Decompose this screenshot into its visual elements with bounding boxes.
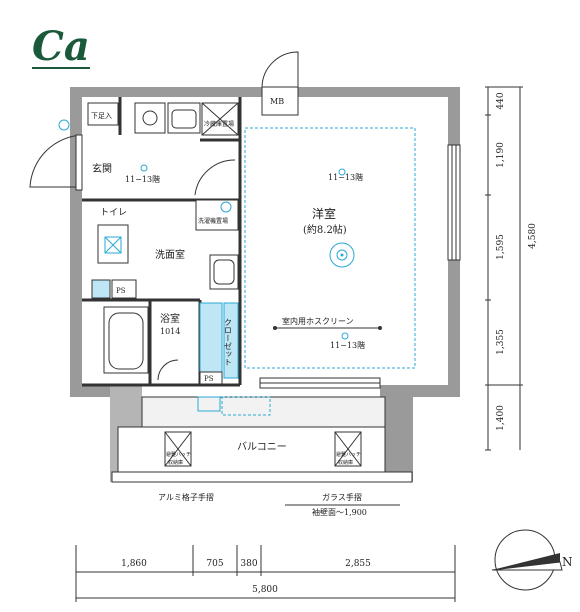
dimension-labels-right: 440 1,190 1,595 1,355 1,400 4,580: [496, 92, 538, 431]
closet: クローゼット PS: [199, 302, 239, 385]
svg-text:440: 440: [496, 92, 506, 109]
svg-text:収納庫: 収納庫: [168, 459, 183, 466]
rail-notes: アルミ格子手摺 ガラス手摺 袖壁面〜1,900: [158, 492, 400, 517]
svg-text:収納庫: 収納庫: [338, 459, 353, 466]
svg-text:下足入: 下足入: [91, 112, 112, 120]
svg-text:バルコニー: バルコニー: [237, 441, 287, 453]
svg-text:MB: MB: [270, 97, 284, 106]
svg-text:PS: PS: [204, 375, 214, 383]
svg-text:PS: PS: [116, 287, 126, 295]
unit-type-title: Ca: [32, 23, 90, 70]
western-room-label: 洋室: [312, 206, 336, 221]
svg-text:1,355: 1,355: [496, 329, 506, 355]
svg-text:11−13階: 11−13階: [125, 174, 160, 184]
svg-text:1014: 1014: [160, 327, 180, 336]
dimensions-bottom: [75, 545, 456, 602]
right-windows: [447, 144, 461, 261]
genkan: 下足入 玄関 11−13階: [58, 102, 160, 184]
svg-text:アルミ格子手摺: アルミ格子手摺: [158, 492, 214, 502]
svg-text:1,190: 1,190: [496, 142, 506, 168]
toilet-washroom: トイレ 洗面室 PS: [91, 208, 239, 299]
svg-text:ガラス手摺: ガラス手摺: [322, 492, 362, 502]
svg-text:クローゼット: クローゼット: [224, 318, 233, 366]
svg-text:玄関: 玄関: [92, 162, 112, 175]
svg-text:冷蔵庫置場: 冷蔵庫置場: [204, 120, 234, 128]
svg-text:避難ハッチ: 避難ハッチ: [336, 451, 361, 458]
svg-text:1,400: 1,400: [496, 405, 506, 431]
svg-text:避難ハッチ: 避難ハッチ: [166, 451, 191, 458]
dimension-labels-bottom: 1,860 705 380 2,855 5,800: [121, 559, 371, 595]
svg-text:浴室: 浴室: [160, 312, 180, 325]
svg-text:トイレ: トイレ: [100, 208, 127, 218]
svg-text:1,595: 1,595: [496, 234, 506, 260]
svg-text:洗濯機置場: 洗濯機置場: [198, 217, 228, 225]
svg-text:洗面室: 洗面室: [155, 248, 185, 261]
svg-text:袖壁面〜1,900: 袖壁面〜1,900: [312, 507, 367, 517]
svg-text:4,580: 4,580: [528, 223, 538, 249]
kitchen: 冷蔵庫置場: [134, 102, 239, 136]
dimensions-right: [485, 86, 523, 451]
western-ceiling-note: 11−13階: [328, 172, 363, 182]
hose-screen: 室内用ホスクリーン 11−13階: [273, 316, 382, 350]
washer-area: 洗濯機置場: [195, 199, 239, 231]
svg-text:11−13階: 11−13階: [330, 340, 365, 350]
svg-text:705: 705: [206, 559, 223, 569]
western-room: 洋室 (約8.2帖) 11−13階: [244, 127, 416, 369]
mb-box: MB: [261, 51, 299, 116]
svg-text:380: 380: [240, 559, 257, 569]
entrance-door: [29, 134, 83, 191]
svg-text:1,860: 1,860: [121, 559, 147, 569]
svg-text:2,855: 2,855: [345, 559, 371, 569]
svg-text:N: N: [562, 555, 573, 569]
svg-text:室内用ホスクリーン: 室内用ホスクリーン: [282, 316, 354, 326]
compass-icon: N: [491, 529, 573, 591]
balcony: バルコニー 避難ハッチ 収納庫 避難ハッチ 収納庫: [111, 396, 413, 483]
bathroom: 浴室 1014: [103, 306, 180, 381]
svg-text:5,800: 5,800: [252, 585, 278, 595]
western-room-size: (約8.2帖): [303, 223, 347, 236]
